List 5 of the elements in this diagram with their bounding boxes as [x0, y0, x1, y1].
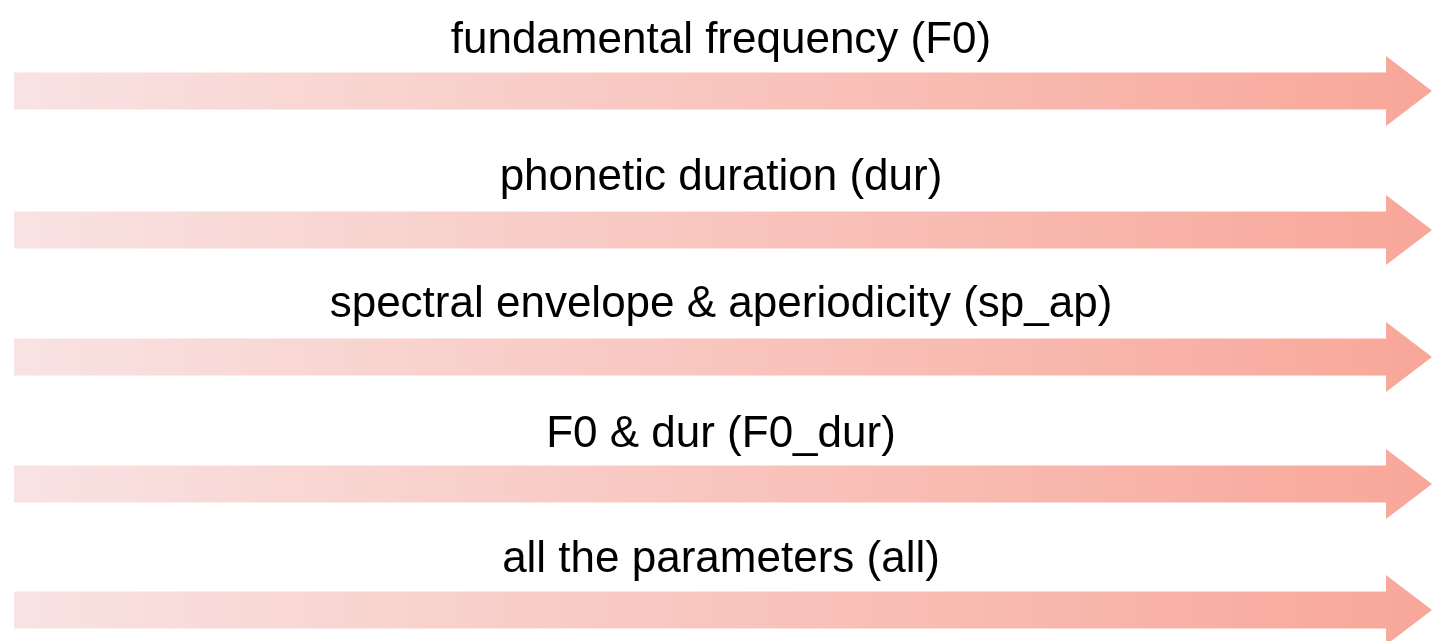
parameter-label: F0 & dur (F0_dur): [546, 407, 896, 456]
parameter-label: phonetic duration (dur): [499, 150, 943, 199]
parameter-label: spectral envelope & aperiodicity (sp_ap): [329, 277, 1113, 326]
parameter-label: all the parameters (all): [502, 532, 940, 581]
parameter-label: fundamental frequency (F0): [450, 13, 992, 62]
